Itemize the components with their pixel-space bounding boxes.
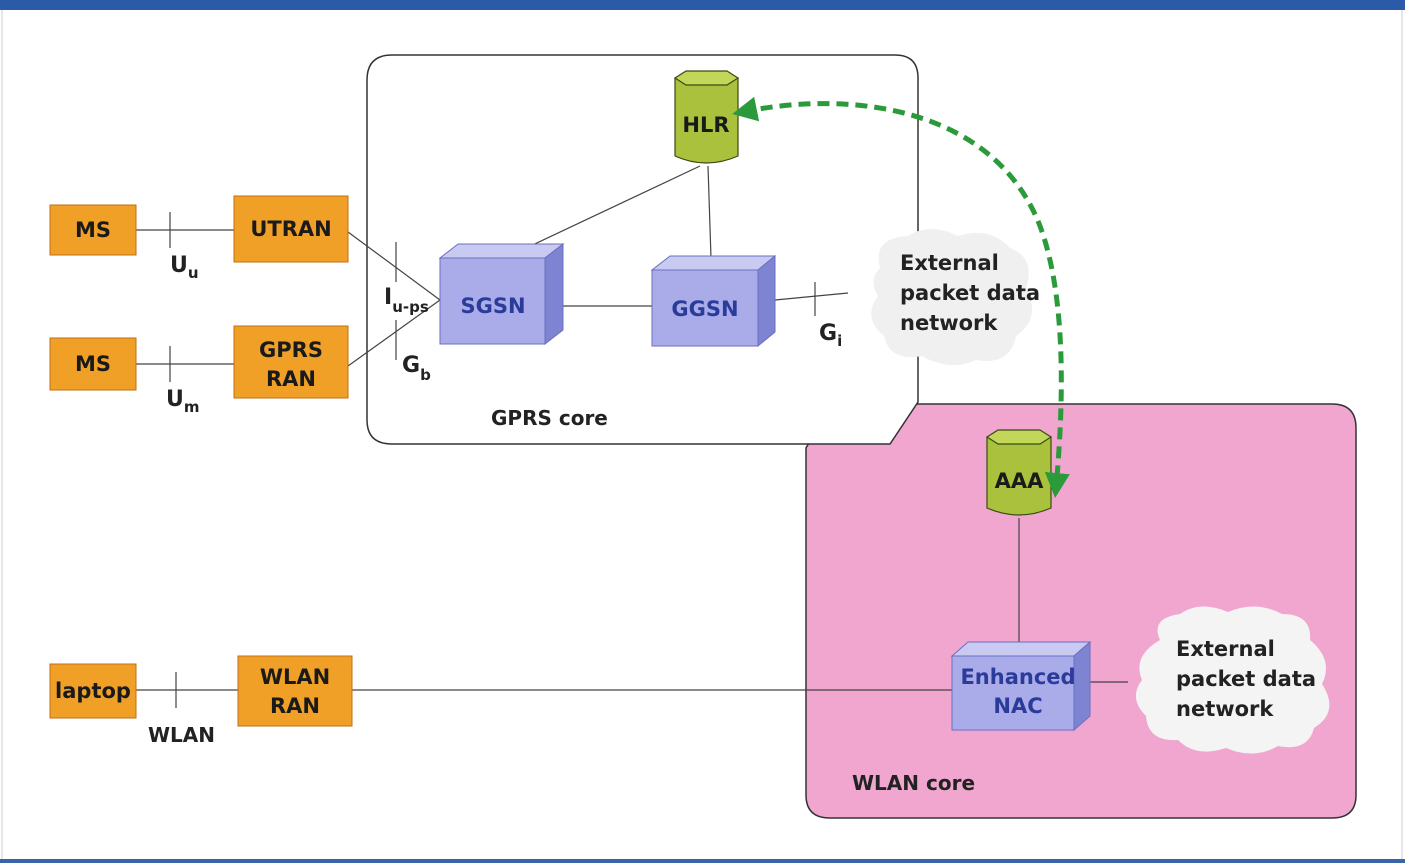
- aaa-node: AAA: [985, 429, 1053, 516]
- ggsn-hlr-link: [707, 165, 712, 259]
- sgsn-hlr-link: [504, 165, 701, 259]
- wlan-external-line1: External: [1176, 637, 1275, 661]
- gb-interface-label: Gb: [402, 353, 431, 384]
- laptop-node: laptop: [49, 663, 137, 719]
- gprs-external-network-cloud: External packet data network: [871, 229, 1040, 366]
- gprs-ran-node: GPRS RAN: [233, 325, 349, 399]
- enhanced-nac-label-line1: Enhanced: [960, 665, 1075, 689]
- enhanced-nac-node: Enhanced NAC: [950, 640, 1092, 732]
- utran-node: UTRAN: [233, 195, 349, 263]
- wlan-external-line2: packet data: [1176, 667, 1316, 691]
- ms-top-node: MS: [49, 204, 137, 256]
- utran-sgsn-link: [347, 231, 441, 301]
- aaa-label: AAA: [995, 469, 1045, 493]
- gprs-core-region: GPRS core: [366, 54, 919, 445]
- hlr-node: HLR: [673, 70, 740, 164]
- uu-interface-label: Uu: [170, 253, 199, 282]
- sgsn-label: SGSN: [460, 294, 525, 318]
- enhanced-nac-label-line2: NAC: [993, 694, 1042, 718]
- laptop-label: laptop: [55, 679, 131, 703]
- gprs-ran-label-line2: RAN: [266, 367, 316, 391]
- utran-label: UTRAN: [250, 217, 331, 241]
- top-bar: [0, 0, 1405, 10]
- wlan-external-network-cloud: External packet data network: [1135, 606, 1330, 754]
- bottom-bar: [0, 859, 1405, 863]
- connection-lines: [136, 165, 1128, 708]
- gprs-external-line2: packet data: [900, 281, 1040, 305]
- ggsn-node: GGSN: [650, 254, 777, 348]
- gprsran-sgsn-link: [347, 299, 441, 367]
- ggsn-label: GGSN: [671, 297, 738, 321]
- gprs-external-line1: External: [900, 251, 999, 275]
- hlr-label: HLR: [682, 113, 729, 137]
- ms-top-label: MS: [75, 218, 111, 242]
- gprs-external-line3: network: [900, 311, 998, 335]
- wlan-ran-label-line2: RAN: [270, 694, 320, 718]
- um-interface-label: Um: [166, 387, 200, 416]
- iups-interface-label: Iu-ps: [384, 285, 429, 316]
- wlan-interface-label: WLAN: [148, 723, 215, 747]
- ms-bottom-node: MS: [49, 337, 137, 391]
- gprs-ran-label-line1: GPRS: [259, 338, 323, 362]
- wlan-ran-label-line1: WLAN: [260, 665, 330, 689]
- ms-bottom-label: MS: [75, 352, 111, 376]
- sgsn-node: SGSN: [438, 242, 565, 346]
- wlan-external-line3: network: [1176, 697, 1274, 721]
- wlan-core-label: WLAN core: [852, 771, 975, 795]
- gprs-core-label: GPRS core: [491, 406, 608, 430]
- hlr-aaa-dashed-arrow: [732, 96, 1070, 498]
- wlan-ran-node: WLAN RAN: [237, 655, 353, 727]
